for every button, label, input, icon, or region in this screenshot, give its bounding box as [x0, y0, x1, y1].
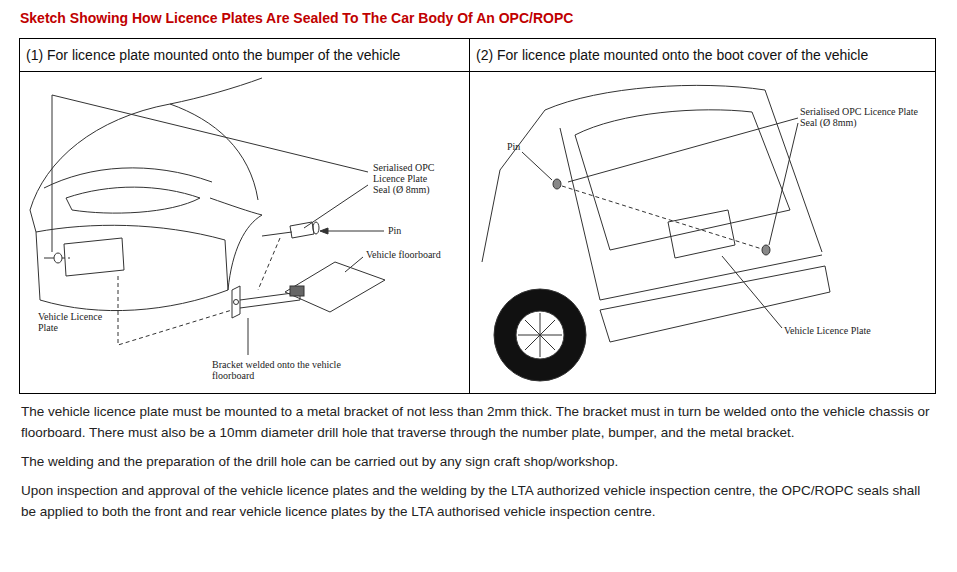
- part-label: Bracket welded onto the vehicle floorboa…: [212, 359, 377, 381]
- note-paragraph: The welding and the preparation of the d…: [21, 451, 935, 472]
- header-text: (2) For licence plate mounted onto the b…: [476, 47, 868, 63]
- header-cell: (1) For licence plate mounted onto the b…: [19, 38, 470, 72]
- header-cell: (2) For licence plate mounted onto the b…: [469, 38, 936, 72]
- table-body-border: [20, 72, 936, 394]
- part-label: Vehicle floorboard: [366, 249, 441, 260]
- bracket-sketch: [232, 185, 385, 355]
- notes-block: The vehicle licence plate must be mounte…: [21, 401, 935, 530]
- part-label: Vehicle Licence Plate: [784, 325, 871, 336]
- part-label: Pin: [507, 141, 520, 152]
- part-label: Vehicle Licence Plate: [38, 311, 108, 333]
- note-paragraph: Upon inspection and approval of the vehi…: [21, 480, 935, 522]
- table-divider: [469, 72, 470, 394]
- part-label: Pin: [388, 225, 401, 236]
- diagram-title: Sketch Showing How Licence Plates Are Se…: [20, 10, 573, 26]
- rear-car-sketch: [482, 85, 830, 381]
- note-paragraph: The vehicle licence plate must be mounte…: [21, 401, 935, 443]
- front-car-sketch: [30, 78, 368, 345]
- header-text: (1) For licence plate mounted onto the b…: [26, 47, 400, 63]
- part-label: Serialised OPC Licence Plate Seal (Ø 8mm…: [800, 106, 930, 128]
- part-label: Serialised OPC Licence Plate Seal (Ø 8mm…: [373, 162, 445, 195]
